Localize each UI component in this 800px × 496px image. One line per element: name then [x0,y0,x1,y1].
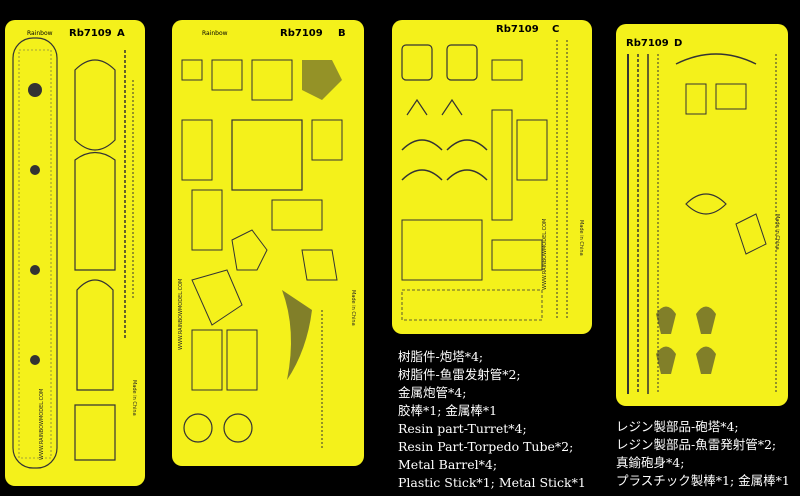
sheet-b-parts [181,59,343,450]
caption-line: Plastic Stick*1; Metal Stick*1 [398,475,586,490]
sheet-a-parts [12,37,134,469]
caption-line: 胶棒*1; 金属棒*1 [398,403,498,418]
caption-line: 金属炮管*4; [398,385,467,400]
made-in-china-text: Made in China [578,220,584,256]
caption-line: 真鍮砲身*4; [616,455,685,470]
caption-line: Metal Barrel*4; [398,457,498,472]
made-in-china-text: Made in China [350,290,356,326]
caption-line: 树脂件-鱼雷发射管*2; [398,367,521,382]
sheet-letter-label: D [674,38,683,49]
website-vertical-text: WWW.RAINBOWMODEL.COM [39,388,45,460]
brand-logo-text: Rainbow [27,30,53,37]
sheet-letter-label: A [117,28,125,39]
sheet-letter-label: C [552,24,560,35]
caption-line: レジン製部品-魚雷発射管*2; [616,437,777,452]
caption-english: Resin part-Turret*4; Resin Part-Torpedo … [398,420,586,492]
caption-line: 树脂件-炮塔*4; [398,349,484,364]
caption-line: プラスチック製棒*1; 金属棒*1 [616,473,790,488]
website-vertical-text: WWW.RAINBOWMODEL.COM [542,218,548,290]
sheet-letter-label: B [338,28,346,39]
sheet-code-label: Rb7109 [626,38,669,49]
caption-line: Resin Part-Torpedo Tube*2; [398,439,574,454]
photo-etch-sheet-b: Rb7109 B Rainbow WWW.RAINBOWMODEL.COM Ma… [172,20,364,466]
sheet-code-label: Rb7109 [69,28,112,39]
caption-line: レジン製部品-砲塔*4; [616,419,739,434]
photo-etch-sheet-a: Rb7109 A Rainbow WWW.RAINBOWMODEL.COM Ma… [5,20,145,486]
caption-chinese: 树脂件-炮塔*4; 树脂件-鱼雷发射管*2; 金属炮管*4; 胶棒*1; 金属棒… [398,348,521,420]
photo-etch-sheet-c: Rb7109 C WWW.RAINBOWMODEL.COM Made in Ch… [392,20,592,334]
brand-logo-text: Rainbow [202,30,228,37]
sheet-c-parts [401,40,568,321]
website-vertical-text: WWW.RAINBOWMODEL.COM [178,278,184,350]
caption-line: Resin part-Turret*4; [398,421,527,436]
photo-etch-sheet-d: Rb7109 D Made in China [616,24,788,406]
sheet-d-parts [627,53,777,394]
caption-japanese: レジン製部品-砲塔*4; レジン製部品-魚雷発射管*2; 真鍮砲身*4; プラス… [616,418,790,490]
sheet-code-label: Rb7109 [280,28,323,39]
sheet-code-label: Rb7109 [496,24,539,35]
made-in-china-text: Made in China [774,214,780,250]
made-in-china-text: Made in China [131,380,137,416]
